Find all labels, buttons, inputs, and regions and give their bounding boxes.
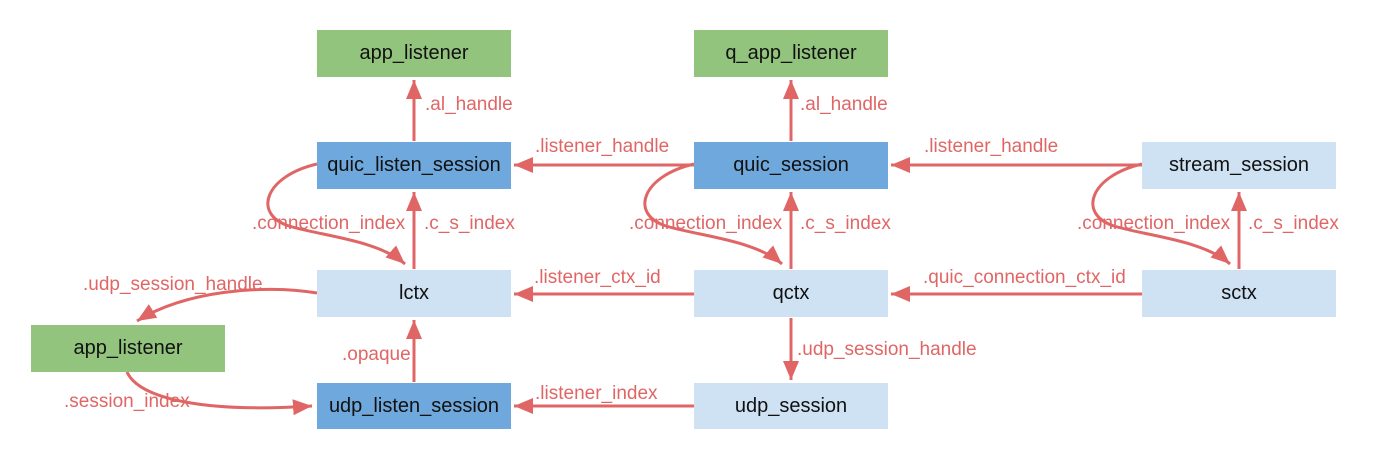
edge-label-opaque: .opaque	[342, 344, 411, 365]
edge-label-c-s-index-right: .c_s_index	[1248, 213, 1339, 234]
edge-label-c-s-index-left: .c_s_index	[424, 213, 515, 234]
edge-label-connection-index-mid: .connection_index	[629, 213, 783, 234]
arrow-connection-index-left	[266, 162, 406, 266]
arrow-connection-index-mid	[643, 162, 783, 266]
edge-label-connection-index-right: .connection_index	[1077, 213, 1231, 234]
arrow-udp-session-handle-left	[136, 287, 318, 323]
edge-label-quic-connection-ctx-id: .quic_connection_ctx_id	[923, 267, 1126, 288]
edge-label-udp-session-handle-left: .udp_session_handle	[83, 274, 263, 295]
box-udp-session: udp_session	[694, 383, 888, 429]
box-qctx: qctx	[694, 270, 888, 317]
box-q-app-listener: q_app_listener	[694, 30, 888, 77]
box-sctx: sctx	[1142, 270, 1336, 317]
edge-label-al-handle-mid: .al_handle	[800, 94, 888, 115]
box-udp-listen-session: udp_listen_session	[317, 383, 511, 429]
arrow-connection-index-right	[1091, 162, 1231, 266]
box-lctx: lctx	[317, 270, 511, 317]
edge-label-session-index: .session_index	[64, 391, 190, 412]
edge-label-connection-index-left: .connection_index	[252, 213, 406, 234]
edge-label-udp-session-handle-mid: .udp_session_handle	[797, 339, 977, 360]
box-app-listener-bottom: app_listener	[31, 325, 225, 372]
box-quic-session: quic_session	[694, 142, 888, 189]
box-stream-session: stream_session	[1142, 142, 1336, 189]
edge-label-listener-handle-left: .listener_handle	[535, 136, 670, 157]
box-quic-listen-session: quic_listen_session	[317, 142, 511, 189]
edge-label-c-s-index-mid: .c_s_index	[800, 213, 891, 234]
edge-label-listener-index: .listener_index	[535, 383, 658, 404]
edge-label-listener-ctx-id: .listener_ctx_id	[534, 267, 661, 288]
box-app-listener-top: app_listener	[317, 30, 511, 77]
edge-label-al-handle-left: .al_handle	[425, 94, 513, 115]
edge-label-listener-handle-right: .listener_handle	[924, 136, 1059, 157]
arrow-session-index	[125, 371, 313, 416]
